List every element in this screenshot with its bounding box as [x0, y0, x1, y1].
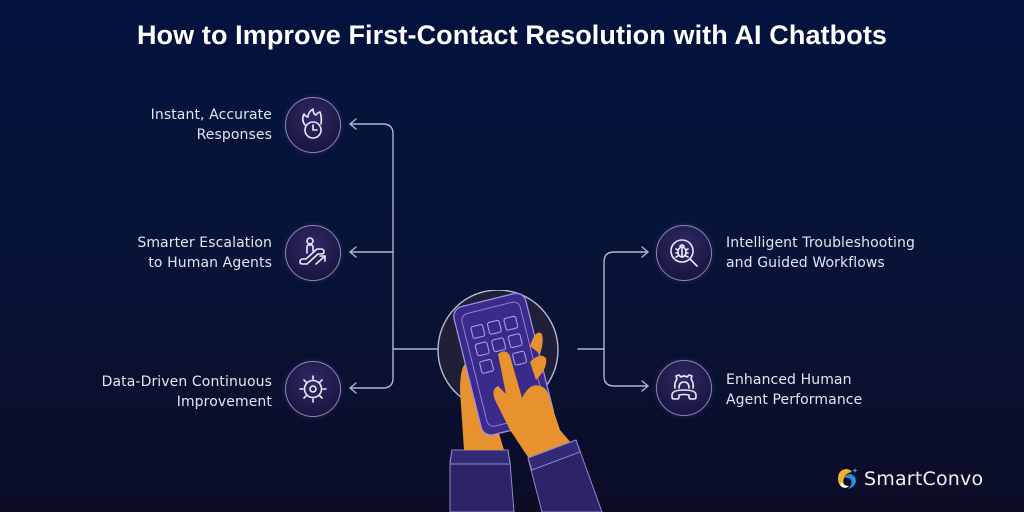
label-line: Improvement [176, 394, 272, 410]
label-data-driven-improvement: Data-Driven Continuous Improvement [32, 372, 272, 412]
label-line: and Guided Workflows [726, 255, 885, 271]
label-instant-accurate-responses: Instant, Accurate Responses [32, 105, 272, 145]
label-line: Intelligent Troubleshooting [726, 235, 915, 251]
hands-holding-smartphone-illustration [437, 290, 603, 512]
label-intelligent-troubleshooting: Intelligent Troubleshooting and Guided W… [726, 233, 986, 273]
label-line: Agent Performance [726, 392, 863, 408]
label-line: to Human Agents [148, 255, 272, 271]
escalator-person-icon [285, 225, 341, 281]
label-line: Instant, Accurate [150, 107, 272, 123]
brand-logo: SmartConvo [834, 466, 983, 492]
flame-clock-icon [285, 97, 341, 153]
gear-cycle-icon [285, 361, 341, 417]
label-enhanced-agent-performance: Enhanced Human Agent Performance [726, 370, 986, 410]
label-line: Enhanced Human [726, 372, 852, 388]
label-line: Smarter Escalation [137, 235, 272, 251]
swirl-logo-icon [838, 468, 858, 489]
label-line: Responses [196, 127, 272, 143]
label-smarter-escalation: Smarter Escalation to Human Agents [32, 233, 272, 273]
bug-search-icon [656, 225, 712, 281]
label-line: Data-Driven Continuous [101, 374, 272, 390]
gear-phone-icon [656, 360, 712, 416]
brand-name: SmartConvo [864, 468, 984, 490]
page-title: How to Improve First-Contact Resolution … [136, 20, 888, 50]
